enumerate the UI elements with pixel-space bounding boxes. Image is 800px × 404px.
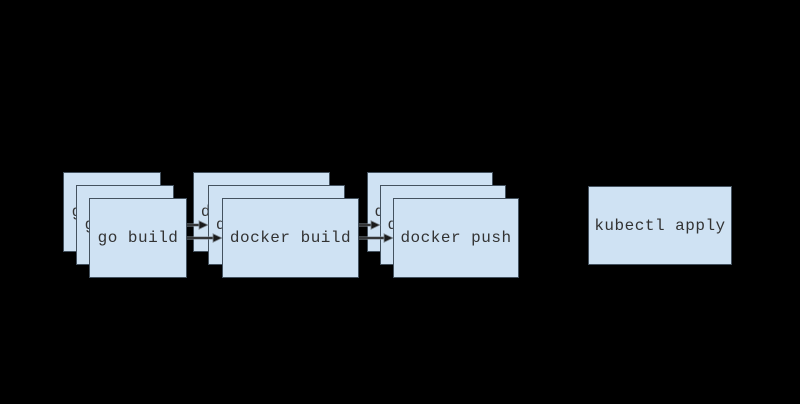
stage-box-docker-build-front: docker build [222,198,359,278]
stage-box-docker-push-front: docker push [393,198,519,278]
stage-label: docker build [229,229,352,247]
stage-box-go-build-front: go build [89,198,187,278]
stage-box-kubectl-apply: kubectl apply [588,186,732,265]
stage-label: docker push [400,229,512,247]
stage-label: kubectl apply [594,216,726,235]
stage-label: go build [97,229,179,247]
